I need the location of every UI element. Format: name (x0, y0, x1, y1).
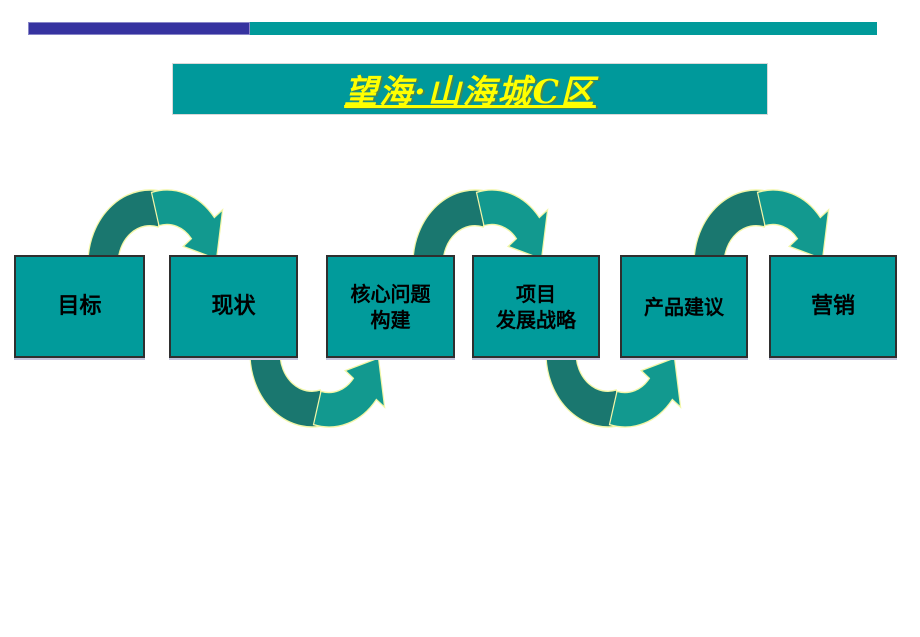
flow-step-label: 产品建议 (644, 294, 724, 319)
flow-step-development-strategy: 项目 发展战略 (472, 255, 600, 358)
top-bar-teal (250, 22, 877, 35)
top-bar-navy (28, 22, 250, 35)
flow-step-core-problem: 核心问题 构建 (326, 255, 455, 358)
curved-arrow-icon (676, 171, 856, 259)
flow-step-goal: 目标 (14, 255, 145, 358)
slide-title: 望海·山海城C区 (344, 72, 596, 111)
flow-step-label: 现状 (211, 293, 256, 320)
flow-step-marketing: 营销 (769, 255, 897, 358)
flow-step-current-status: 现状 (169, 255, 298, 358)
curved-arrow-icon (232, 358, 412, 446)
curved-arrow-icon (395, 171, 575, 259)
title-banner: 望海·山海城C区 (172, 63, 768, 115)
flow-step-label: 项目 发展战略 (496, 281, 576, 332)
flow-step-label: 核心问题 构建 (350, 281, 431, 332)
curved-arrow-icon (528, 358, 708, 446)
flow-step-label: 营销 (810, 293, 855, 320)
flow-step-label: 目标 (57, 293, 102, 320)
curved-arrow-icon (70, 171, 250, 259)
flow-step-product-suggestion: 产品建议 (620, 255, 748, 358)
